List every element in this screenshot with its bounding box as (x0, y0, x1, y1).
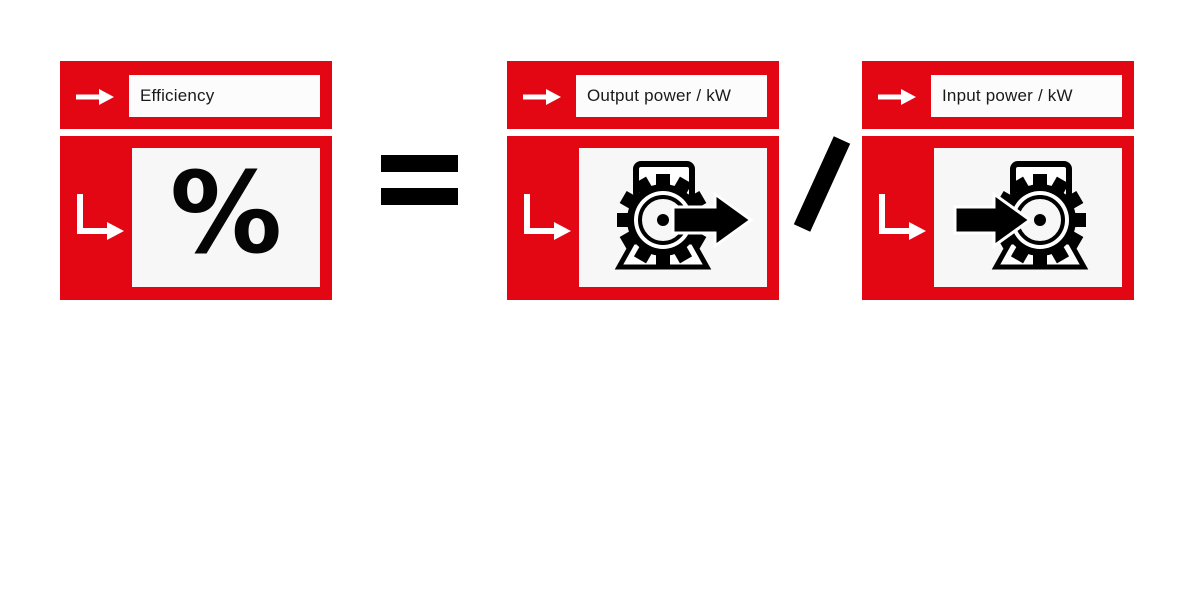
efficiency-label: Efficiency (140, 86, 215, 105)
arrow-right-icon (878, 89, 916, 105)
output-power-label: Output power / kW (587, 86, 732, 105)
arrow-down-right-icon (524, 194, 571, 240)
input-power-body (862, 136, 1134, 300)
output-power-header: Output power / kW (507, 61, 779, 129)
efficiency-header: Efficiency (60, 61, 332, 129)
equals-bar-bottom (381, 188, 458, 205)
efficiency-symbol-panel: % (132, 148, 320, 287)
motor-output-power-icon (614, 161, 754, 270)
arrow-down-right-icon (77, 194, 124, 240)
equals-operator (381, 155, 458, 205)
equals-bar-top (381, 155, 458, 172)
arrow-right-icon (523, 89, 561, 105)
percent-symbol: % (169, 148, 283, 279)
efficiency-label-field: Efficiency (129, 75, 320, 117)
output-power-icon-panel (579, 148, 767, 287)
input-power-header: Input power / kW (862, 61, 1134, 129)
output-power-label-field: Output power / kW (576, 75, 767, 117)
motor-input-power-icon (953, 161, 1089, 270)
arrow-down-right-icon (879, 194, 926, 240)
input-power-label-field: Input power / kW (931, 75, 1122, 117)
input-power-label: Input power / kW (942, 86, 1073, 105)
output-power-body (507, 136, 779, 300)
efficiency-body: % (60, 136, 332, 300)
divide-operator (793, 136, 851, 232)
input-power-icon-panel (934, 148, 1122, 287)
arrow-right-icon (76, 89, 114, 105)
